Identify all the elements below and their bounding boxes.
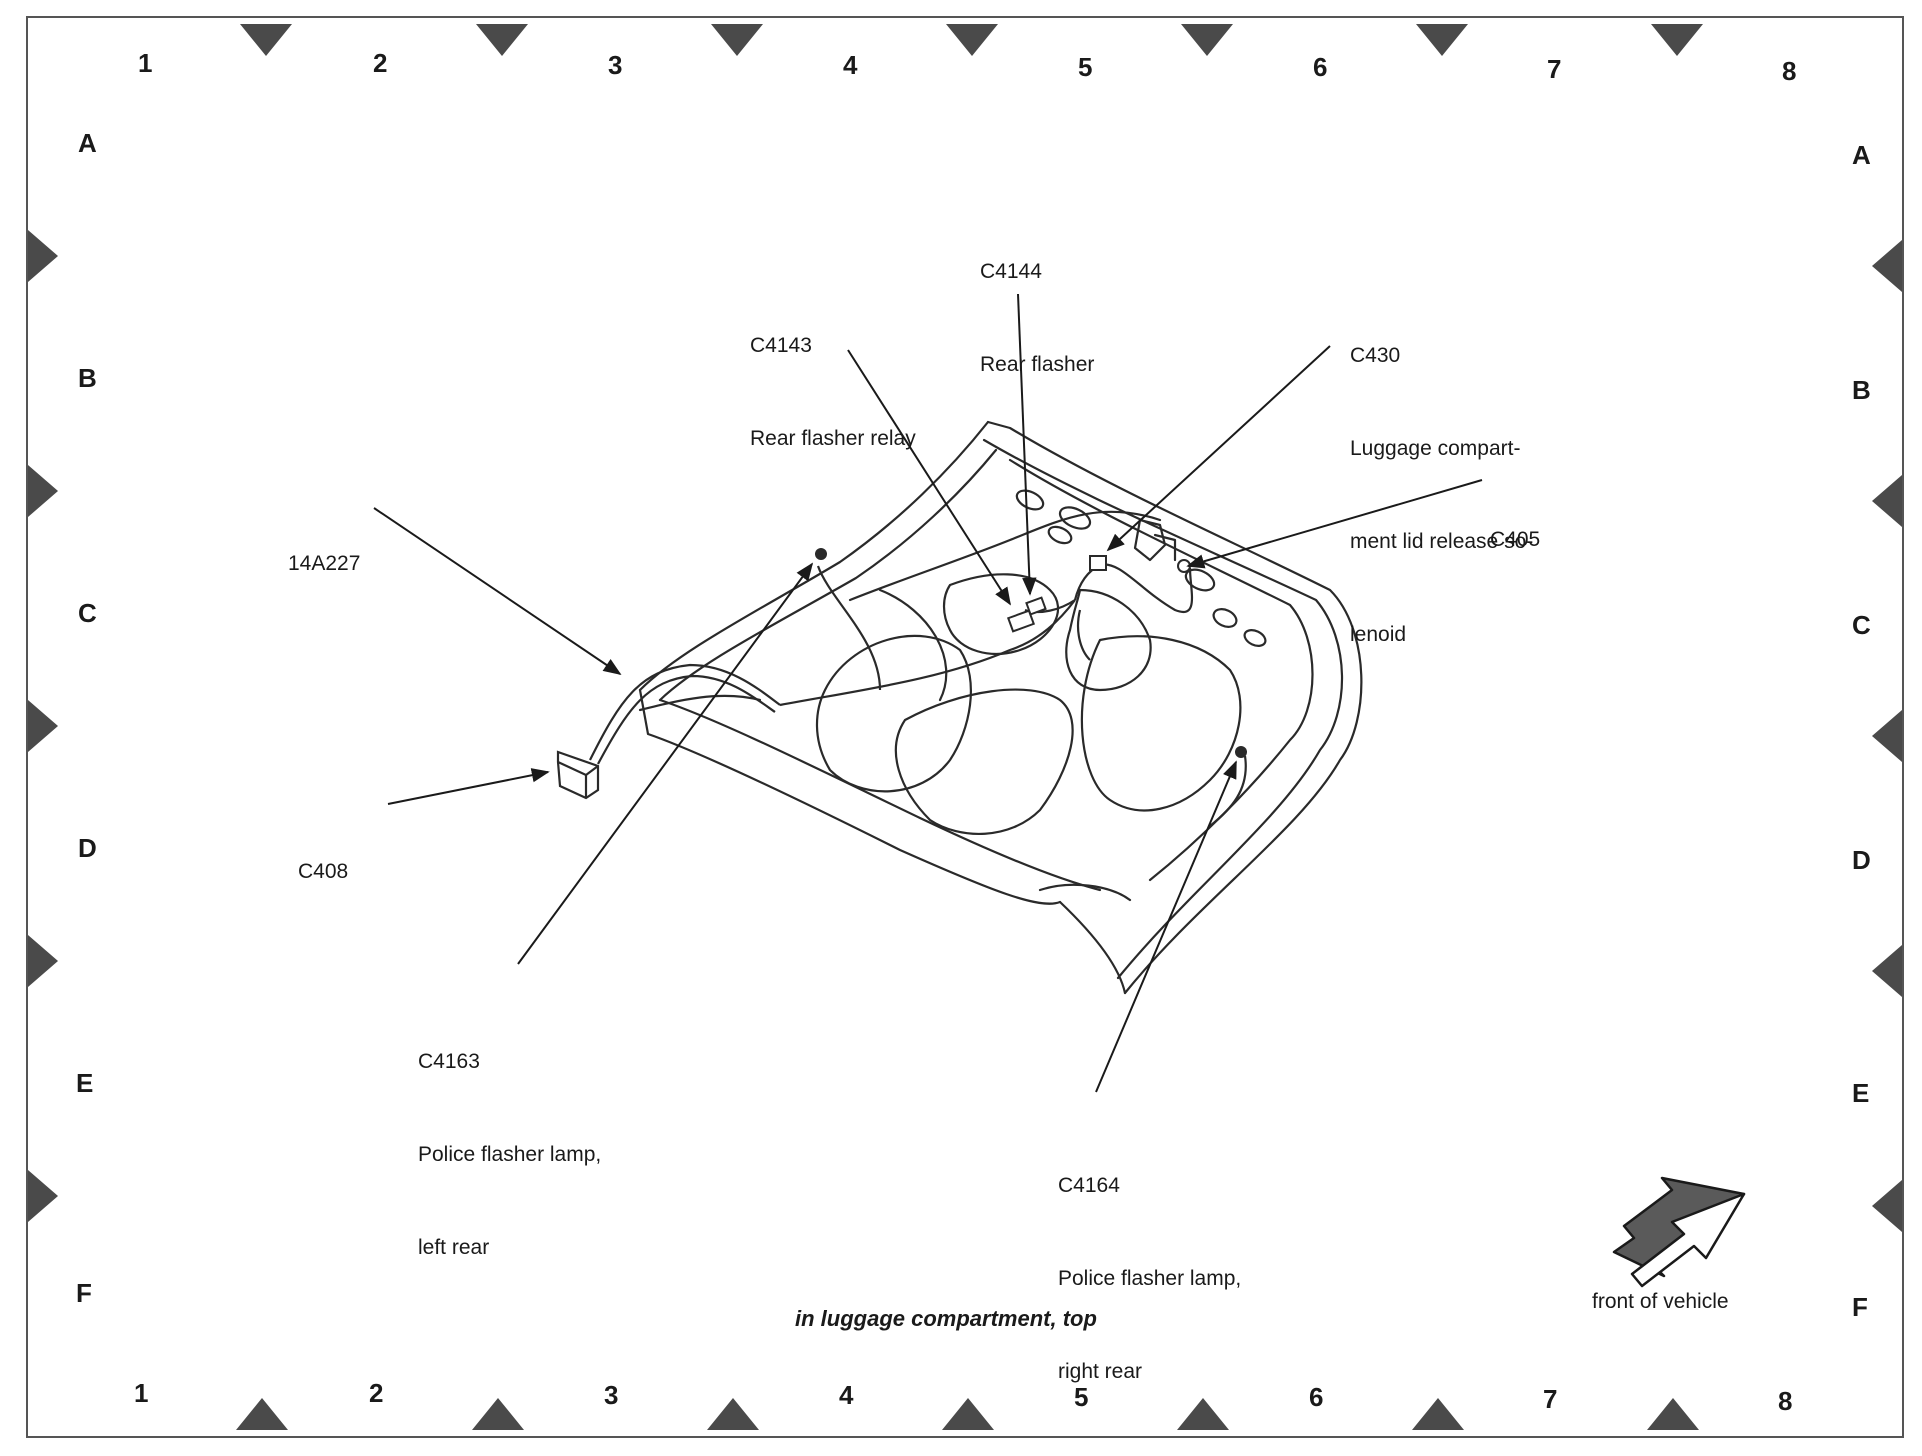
grid-col-bottom-1: 1 <box>134 1378 149 1408</box>
c4164-location-dot <box>1235 746 1247 758</box>
callout-c430-line2: ment lid release so- <box>1350 530 1534 553</box>
callout-c430: C430 Luggage compart- ment lid release s… <box>1350 278 1533 681</box>
harness-connectors <box>1006 555 1191 633</box>
leader-c4144 <box>1017 293 1037 596</box>
callout-c408-id: C408 <box>298 860 349 883</box>
callout-c4164-line1: Police flasher lamp, <box>1058 1267 1242 1290</box>
grid-col-bottom-5: 5 <box>1074 1382 1089 1412</box>
callout-c405-id: C405 <box>1490 528 1541 551</box>
diagram-frame <box>26 16 1904 1438</box>
zone-markers-left <box>28 230 58 1222</box>
callout-c430-id: C430 <box>1350 344 1401 367</box>
grid-col-top-1: 1 <box>138 48 153 78</box>
callout-c4143-id: C4143 <box>750 334 812 357</box>
grid-row-right-B: B <box>1852 375 1871 405</box>
leader-14a227 <box>373 507 622 676</box>
grid-col-top-3: 3 <box>608 50 623 80</box>
callout-c4163-line1: Police flasher lamp, <box>418 1143 602 1166</box>
grid-col-bottom-2: 2 <box>369 1378 384 1408</box>
callout-c4144-desc: Rear flasher <box>980 353 1095 376</box>
grid-row-left-F: F <box>76 1278 92 1308</box>
c408-connector-block <box>556 750 600 800</box>
zone-markers-top <box>240 24 1703 56</box>
callout-c4143: C4143 Rear flasher relay <box>750 268 916 485</box>
grid-col-top-4: 4 <box>843 50 858 80</box>
callout-c4164-line2: right rear <box>1058 1360 1143 1383</box>
grid-col-top-8: 8 <box>1782 56 1797 86</box>
grid-col-top-5: 5 <box>1078 52 1093 82</box>
callout-c4144: C4144 Rear flasher <box>980 194 1094 411</box>
callout-c430-line1: Luggage compart- <box>1350 437 1521 460</box>
callout-c405: C405 <box>1490 462 1540 586</box>
grid-row-right-C: C <box>1852 610 1871 640</box>
callout-c4164: C4164 Police flasher lamp, right rear <box>1058 1108 1241 1418</box>
grid-row-left-C: C <box>78 598 97 628</box>
diagram-caption: in luggage compartment, top <box>795 1306 1097 1331</box>
callout-14a227-id: 14A227 <box>288 552 361 575</box>
grid-row-right-E: E <box>1852 1078 1870 1108</box>
grid-col-bottom-8: 8 <box>1778 1386 1793 1416</box>
grid-row-left-B: B <box>78 363 97 393</box>
grid-col-bottom-7: 7 <box>1543 1384 1558 1414</box>
leader-c405 <box>1186 479 1483 569</box>
grid-row-left-A: A <box>78 128 97 158</box>
grid-row-right-A: A <box>1852 140 1871 170</box>
callout-14a227: 14A227 <box>288 486 360 610</box>
front-arrow-icon <box>1612 1176 1746 1288</box>
zone-markers-bottom <box>236 1398 1699 1430</box>
grid-col-bottom-6: 6 <box>1309 1382 1324 1412</box>
callout-c4163-line2: left rear <box>418 1236 490 1259</box>
wiring-harness <box>589 563 1247 827</box>
callout-c4163: C4163 Police flasher lamp, left rear <box>418 984 601 1294</box>
leader-c4163 <box>517 562 814 965</box>
grid-col-top-2: 2 <box>373 48 388 78</box>
grid-row-right-F: F <box>1852 1292 1868 1322</box>
leader-c4164 <box>1095 760 1237 1093</box>
c4163-location-dot <box>815 548 827 560</box>
callout-c430-line3: lenoid <box>1350 623 1407 646</box>
callout-c4164-id: C4164 <box>1058 1174 1120 1197</box>
leader-lines <box>373 293 1483 1093</box>
grid-col-bottom-4: 4 <box>839 1380 854 1410</box>
grid-col-top-7: 7 <box>1547 54 1562 84</box>
grid-row-left-E: E <box>76 1068 94 1098</box>
front-of-vehicle-label: front of vehicle <box>1592 1290 1729 1313</box>
callout-c408: C408 <box>298 794 348 918</box>
callout-c4163-id: C4163 <box>418 1050 480 1073</box>
callout-c4144-id: C4144 <box>980 260 1042 283</box>
leader-c430 <box>1106 345 1331 552</box>
grid-col-bottom-3: 3 <box>604 1380 619 1410</box>
leader-c4143 <box>847 349 1011 606</box>
grid-row-right-D: D <box>1852 845 1871 875</box>
grid-row-left-D: D <box>78 833 97 863</box>
callout-c4143-desc: Rear flasher relay <box>750 427 916 450</box>
leader-c408 <box>387 768 550 805</box>
zone-markers-right <box>1872 240 1902 1232</box>
grid-col-top-6: 6 <box>1313 52 1328 82</box>
luggage-lid-illustration <box>638 420 1363 995</box>
